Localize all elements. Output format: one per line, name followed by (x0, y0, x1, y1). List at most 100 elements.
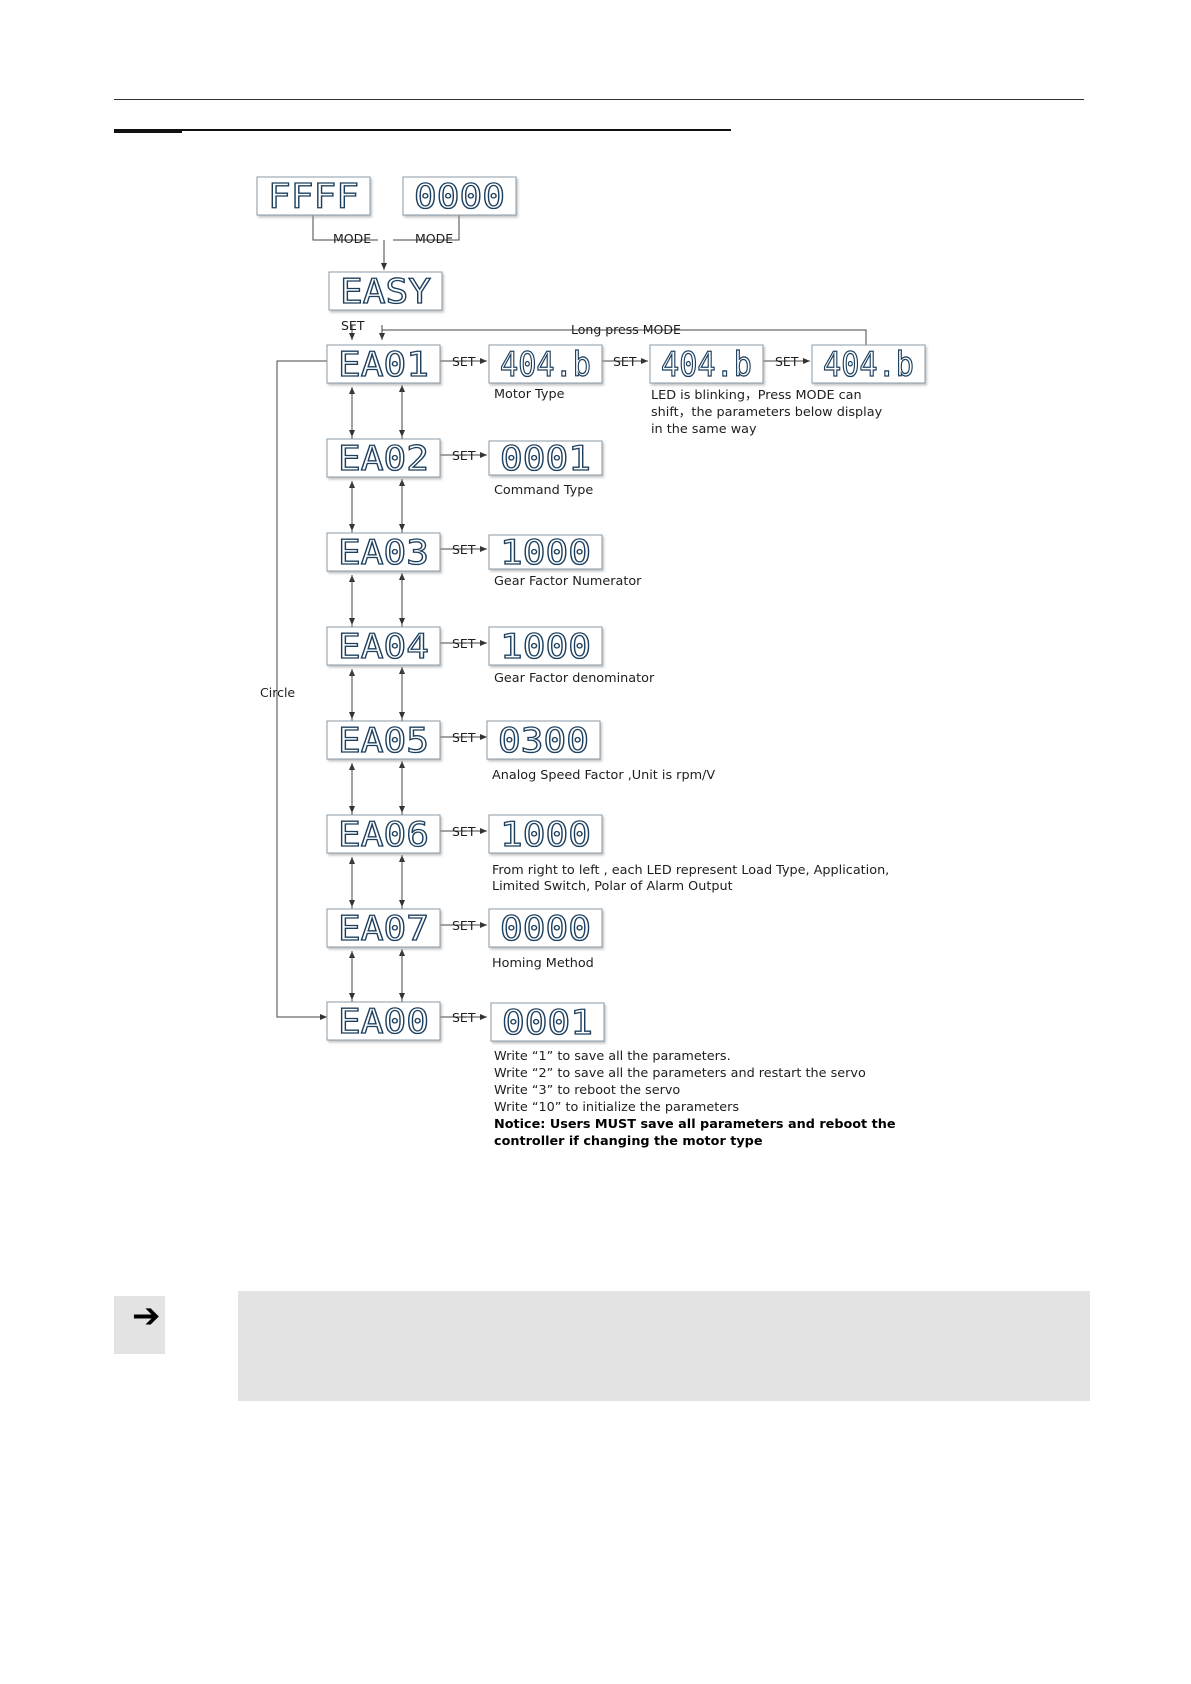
led-display-frame (488, 440, 603, 476)
led-display-text: EA05 (338, 721, 429, 761)
desc-ea04: Gear Factor denominator (494, 671, 655, 686)
arrow-right-icon: ➔ (132, 1296, 161, 1336)
desc-blink-1: LED is blinking，Press MODE can (651, 388, 862, 403)
led-display-frame (256, 176, 371, 216)
led-display-ea01-v2: 404.b (649, 344, 764, 386)
led-display-ea01-v1: 404.b (488, 344, 603, 386)
led-display-frame (488, 814, 603, 854)
led-display-frame (486, 720, 601, 760)
led-display-ea07: EA07 (326, 908, 441, 950)
set-label-ea06: SET (452, 824, 476, 839)
led-display-frame (488, 626, 603, 666)
led-display-frame (488, 908, 603, 948)
desc-ea00-2: Write “2” to save all the parameters and… (494, 1066, 866, 1081)
led-display-frame (326, 344, 441, 384)
led-display-text: EA04 (338, 627, 429, 667)
led-display-frame (326, 1001, 441, 1041)
mode-label-left: MODE (333, 231, 371, 246)
desc-ea01: Motor Type (494, 387, 565, 402)
led-display-frame (326, 532, 441, 572)
note-box (238, 1291, 1090, 1401)
led-display-ea02-v: 0001 (488, 438, 603, 480)
circle-label: Circle (260, 685, 295, 700)
led-display-ea06: EA06 (326, 814, 441, 856)
desc-blink-3: in the same way (651, 422, 757, 437)
led-display-text: 0000 (500, 909, 591, 949)
set-label-v2: SET (775, 354, 799, 369)
desc-ea07: Homing Method (492, 956, 594, 971)
led-display-frame (326, 626, 441, 666)
led-display-frame (328, 271, 443, 311)
led-display-0000-top: 0000 (402, 176, 517, 218)
led-display-text: EASY (340, 272, 431, 312)
set-label-v1: SET (613, 354, 637, 369)
notice-line-2: controller if changing the motor type (494, 1134, 763, 1149)
led-display-frame (488, 534, 603, 570)
set-label-ea07: SET (452, 918, 476, 933)
led-display-ea02: EA02 (326, 438, 441, 480)
led-display-frame (326, 438, 441, 478)
desc-ea00-4: Write “10” to initialize the parameters (494, 1100, 739, 1115)
led-display-ea03: EA03 (326, 532, 441, 574)
led-display-text: 404.b (500, 345, 591, 385)
desc-blink-2: shift，the parameters below display (651, 405, 883, 420)
note-icon-background (114, 1296, 165, 1354)
desc-ea02: Command Type (494, 483, 593, 498)
led-display-frame (490, 1002, 605, 1042)
led-display-text: EA03 (338, 533, 429, 573)
desc-ea06-2: Limited Switch, Polar of Alarm Output (492, 879, 733, 894)
led-display-frame (488, 344, 603, 384)
desc-ea05: Analog Speed Factor ,Unit is rpm/V (492, 768, 715, 783)
set-label-ea00: SET (452, 1010, 476, 1025)
set-label-ea03: SET (452, 542, 476, 557)
led-display-frame (326, 814, 441, 854)
led-display-text: EA01 (338, 345, 429, 385)
led-display-ea03-v: 1000 (488, 532, 603, 574)
set-label-easy: SET (341, 318, 365, 333)
led-display-ea04: EA04 (326, 626, 441, 668)
connectors (276, 215, 867, 1020)
led-display-ea04-v: 1000 (488, 626, 603, 668)
parameter-descriptions: Motor Type LED is blinking，Press MODE ca… (492, 387, 896, 1149)
led-display-ea01: EA01 (326, 344, 441, 386)
section-title-rule-accent (114, 129, 182, 133)
led-display-text: 1000 (500, 815, 591, 855)
led-display-frame (649, 344, 764, 384)
desc-ea06-1: From right to left , each LED represent … (492, 863, 889, 878)
led-display-text: 1000 (500, 533, 591, 573)
led-display-frame (326, 908, 441, 948)
led-display-ea07-v: 0000 (488, 908, 603, 950)
led-display-text: 0000 (414, 177, 505, 217)
led-display-text: 404.b (823, 345, 914, 385)
led-display-frame (326, 720, 441, 760)
flow-labels: MODE MODE SET Long press MODE Circle SET… (260, 231, 799, 1025)
mode-label-right: MODE (415, 231, 453, 246)
led-display-text: 1000 (500, 627, 591, 667)
set-label-ea01: SET (452, 354, 476, 369)
notice-line-1: Notice: Users MUST save all parameters a… (494, 1117, 896, 1132)
led-display-text: EA06 (338, 815, 429, 855)
led-display-ea00: EA00 (326, 1001, 441, 1043)
led-display-text: 404.b (661, 345, 752, 385)
set-label-ea05: SET (452, 730, 476, 745)
led-display-text: 0001 (502, 1003, 593, 1043)
led-display-ea00-v: 0001 (490, 1002, 605, 1044)
desc-ea00-3: Write “3” to reboot the servo (494, 1083, 680, 1098)
led-display-ea05: EA05 (326, 720, 441, 762)
led-display-ea06-v: 1000 (488, 814, 603, 856)
nav-arrows (349, 385, 405, 1002)
led-display-ea01-v3: 404.b (811, 344, 926, 386)
led-display-text: EA07 (338, 909, 429, 949)
desc-ea00-1: Write “1” to save all the parameters. (494, 1049, 731, 1064)
long-press-mode-label: Long press MODE (571, 322, 681, 337)
set-label-ea02: SET (452, 448, 476, 463)
led-display-frame (811, 344, 926, 384)
led-display-easy: EASY (328, 271, 443, 313)
led-display-text: 0300 (498, 721, 589, 761)
led-display-text: 0001 (500, 439, 591, 479)
desc-ea03: Gear Factor Numerator (494, 574, 642, 589)
led-display-text: EA02 (338, 439, 429, 479)
set-label-ea04: SET (452, 636, 476, 651)
led-display-text: EA00 (338, 1002, 429, 1042)
